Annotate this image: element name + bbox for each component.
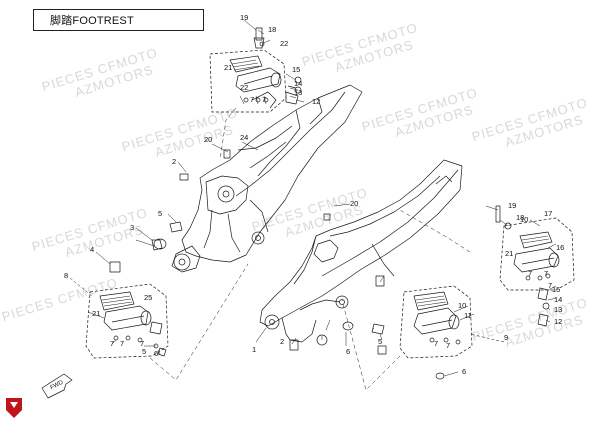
callout-7: 7 <box>544 269 548 278</box>
callout-18: 18 <box>268 25 276 34</box>
callout-6: 6 <box>346 347 350 356</box>
rear-footrest-bracket-right <box>259 159 463 343</box>
callout-17: 17 <box>544 209 552 218</box>
callout-20: 20 <box>204 135 212 144</box>
callout-5: 5 <box>378 337 382 346</box>
callout-12: 12 <box>554 317 562 326</box>
callout-10: 10 <box>520 215 528 224</box>
callout-7: 7 <box>446 341 450 350</box>
callout-2: 2 <box>280 337 284 346</box>
title-box <box>33 9 204 31</box>
callout-24: 24 <box>240 133 248 142</box>
callout-4: 4 <box>90 245 94 254</box>
callout-21: 21 <box>92 309 100 318</box>
callout-18: 18 <box>516 213 524 222</box>
callout-8: 8 <box>64 271 68 280</box>
callout-7: 7 <box>250 95 254 104</box>
fwd-arrow-icon <box>41 373 73 399</box>
callout-21: 21 <box>224 63 232 72</box>
callout-6: 6 <box>154 349 158 358</box>
callout-7: 7 <box>528 269 532 278</box>
page-title: 脚踏FOOTREST <box>50 15 134 27</box>
passenger-peg-right <box>495 205 575 327</box>
front-peg-left <box>85 283 169 359</box>
callout-13: 13 <box>554 305 562 314</box>
callout-14: 14 <box>294 79 302 88</box>
callout-5: 5 <box>158 209 162 218</box>
callout-3: 3 <box>130 223 134 232</box>
callout-19: 19 <box>508 201 516 210</box>
callout-7: 7 <box>434 339 438 348</box>
callout-21: 21 <box>505 249 513 258</box>
callout-7: 7 <box>110 339 114 348</box>
callout-7: 7 <box>140 339 144 348</box>
cfmoto-shield-logo <box>6 398 22 418</box>
callout-15: 15 <box>552 285 560 294</box>
leader-lines <box>69 19 557 391</box>
fasteners <box>109 149 445 380</box>
callout-6: 6 <box>462 367 466 376</box>
callout-1: 1 <box>252 345 256 354</box>
callout-15: 15 <box>292 65 300 74</box>
callout-9: 9 <box>504 333 508 342</box>
callout-20: 20 <box>350 199 358 208</box>
passenger-peg-upper <box>209 27 302 113</box>
callout-14: 14 <box>554 295 562 304</box>
callout-25: 25 <box>144 293 152 302</box>
callout-16: 16 <box>556 243 564 252</box>
front-peg-right <box>399 285 473 359</box>
callout-2: 2 <box>172 157 176 166</box>
callout-22: 22 <box>280 39 288 48</box>
callout-19: 19 <box>240 13 248 22</box>
callout-7: 7 <box>262 95 266 104</box>
callout-7: 7 <box>120 339 124 348</box>
callout-11: 11 <box>464 311 472 320</box>
callout-5: 5 <box>142 347 146 356</box>
callout-22: 22 <box>240 83 248 92</box>
callout-10: 10 <box>458 301 466 310</box>
rear-footrest-bracket-left <box>171 84 363 273</box>
callout-13: 13 <box>294 88 302 97</box>
callout-7: 7 <box>548 281 552 290</box>
callout-12: 12 <box>312 97 320 106</box>
